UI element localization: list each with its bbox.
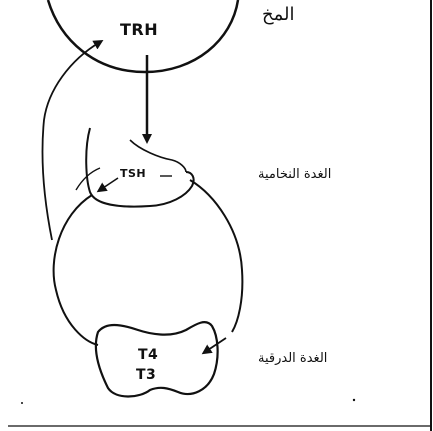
thyroid-label: الغدة الدرقية xyxy=(258,352,327,365)
t3-label: T3 xyxy=(136,368,156,382)
t4-label: T4 xyxy=(138,348,158,362)
speck-2 xyxy=(21,402,23,404)
feedback-loop-line xyxy=(42,42,100,240)
speck-1 xyxy=(353,399,355,401)
tsh-inner-arrow xyxy=(100,178,118,190)
trh-label: TRH xyxy=(120,22,158,38)
tsh-to-thyroid-arrow xyxy=(205,338,226,352)
tsh-label: TSH xyxy=(120,168,146,179)
brain-label: المخ xyxy=(262,6,295,24)
pituitary-label: الغدة النخامية xyxy=(258,168,331,181)
circulation-loop xyxy=(54,180,243,345)
